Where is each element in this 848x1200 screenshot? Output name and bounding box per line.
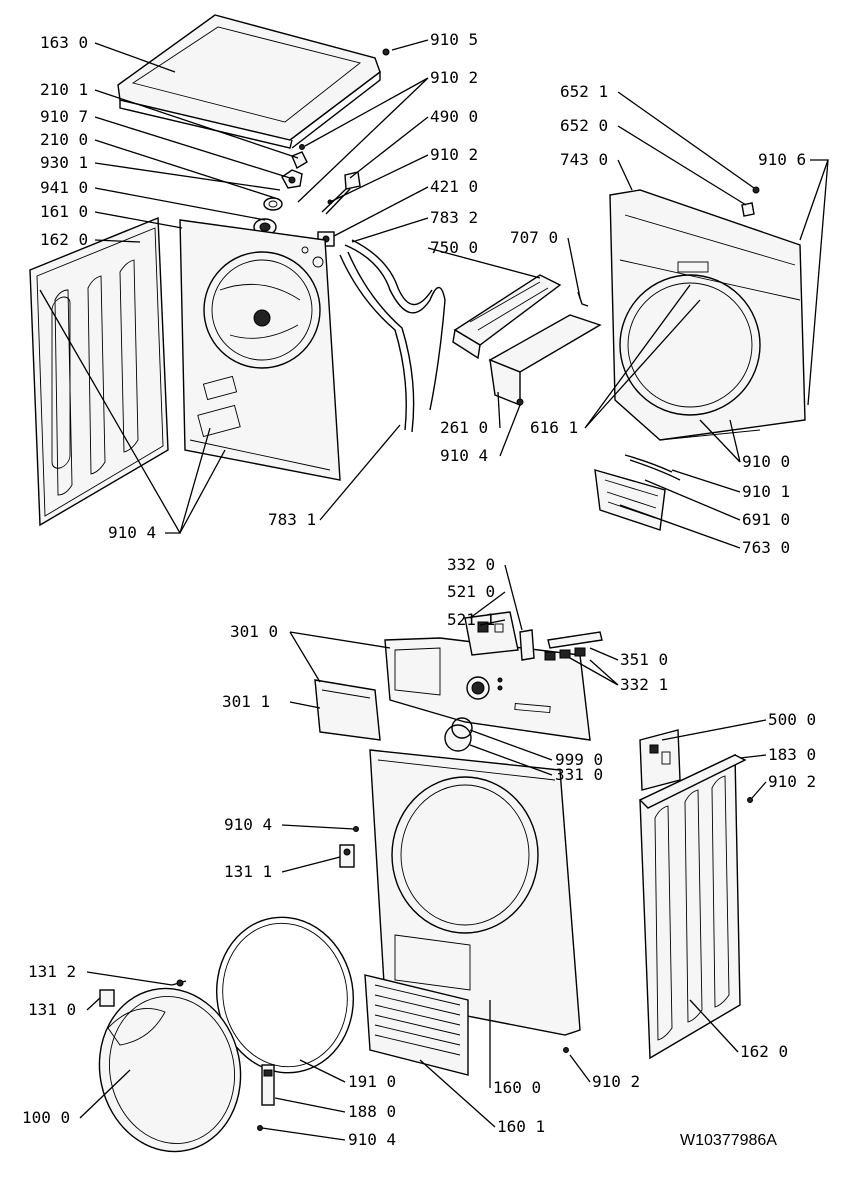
drain-hoses-part: [339, 239, 446, 433]
label-910-1: 910 1: [742, 482, 790, 501]
label-930-1: 930 1: [40, 153, 88, 172]
label-332-0: 332 0: [447, 555, 495, 574]
label-301-0: 301 0: [230, 622, 278, 641]
label-163-0: 163 0: [40, 33, 88, 52]
document-number: W10377986A: [680, 1132, 777, 1149]
label-910-2-right: 910 2: [768, 772, 816, 791]
label-521-1: 521 1: [447, 610, 495, 629]
label-652-1: 652 1: [560, 82, 608, 101]
door-hinge-part: [99, 979, 187, 1007]
label-743-0: 743 0: [560, 150, 608, 169]
front-bulkhead-part: [609, 186, 806, 441]
label-910-5: 910 5: [430, 30, 478, 49]
door-part: [98, 987, 242, 1153]
screws-group: [353, 797, 753, 1053]
label-351-0: 351 0: [620, 650, 668, 669]
label-261-0: 261 0: [440, 418, 488, 437]
label-161-0: 161 0: [40, 202, 88, 221]
label-500-0: 500 0: [768, 710, 816, 729]
label-100-0: 100 0: [22, 1108, 70, 1127]
label-131-0: 131 0: [28, 1000, 76, 1019]
drum-light-part: [639, 729, 681, 791]
label-910-2-bottom: 910 2: [592, 1072, 640, 1091]
water-container-part: [452, 274, 602, 407]
door-catch-part: [257, 1064, 275, 1131]
label-910-6: 910 6: [758, 150, 806, 169]
label-183-0: 183 0: [768, 745, 816, 764]
door-seal-part: [215, 916, 355, 1074]
label-521-0: 521 0: [447, 582, 495, 601]
hinge-parts-group: [253, 48, 390, 236]
label-652-0: 652 0: [560, 116, 608, 135]
user-interface-board-part: [464, 611, 535, 661]
dispenser-drawer-part: [314, 679, 381, 741]
label-763-0: 763 0: [742, 538, 790, 557]
label-162-0-left: 162 0: [40, 230, 88, 249]
lint-filter-part: [594, 454, 681, 531]
label-691-0: 691 0: [742, 510, 790, 529]
label-910-0: 910 0: [742, 452, 790, 471]
label-910-7: 910 7: [40, 107, 88, 126]
knob-part: [444, 717, 473, 752]
label-160-0: 160 0: [493, 1078, 541, 1097]
label-616-1: 616 1: [530, 418, 578, 437]
label-910-4-mid: 910 4: [440, 446, 488, 465]
label-707-0: 707 0: [510, 228, 558, 247]
kick-plate-part: [364, 974, 469, 1076]
control-panel-part: [384, 637, 591, 741]
label-910-4-left: 910 4: [108, 523, 156, 542]
label-131-2: 131 2: [28, 962, 76, 981]
rear-panel-part: [179, 219, 341, 481]
top-rail-part: [638, 754, 747, 809]
label-750-0: 750 0: [430, 238, 478, 257]
label-332-1: 332 1: [620, 675, 668, 694]
sensor-parts-group: [317, 171, 361, 247]
door-lock-part: [339, 844, 355, 868]
label-910-2-b: 910 2: [430, 145, 478, 164]
part-labels: 163 0 910 5 210 1 910 2 910 7 490 0 210 …: [22, 30, 816, 1149]
label-910-4-lower: 910 4: [224, 815, 272, 834]
label-910-4-bottom: 910 4: [348, 1130, 396, 1149]
left-side-panel-part: [29, 216, 169, 527]
label-210-0: 210 0: [40, 130, 88, 149]
label-421-0: 421 0: [430, 177, 478, 196]
label-160-1: 160 1: [497, 1117, 545, 1136]
button-strip-part: [544, 631, 603, 661]
label-490-0: 490 0: [430, 107, 478, 126]
label-783-1: 783 1: [268, 510, 316, 529]
label-210-1: 210 1: [40, 80, 88, 99]
top-cover-part: [117, 14, 381, 149]
label-131-1: 131 1: [224, 862, 272, 881]
label-941-0: 941 0: [40, 178, 88, 197]
label-301-1: 301 1: [222, 692, 270, 711]
label-910-2-a: 910 2: [430, 68, 478, 87]
label-191-0: 191 0: [348, 1072, 396, 1091]
label-999-0: 999 0: [555, 750, 603, 769]
label-331-0: 331 0: [555, 765, 603, 784]
label-188-0: 188 0: [348, 1102, 396, 1121]
leader-lines: [39, 39, 829, 1141]
label-162-0-right: 162 0: [740, 1042, 788, 1061]
label-783-2: 783 2: [430, 208, 478, 227]
